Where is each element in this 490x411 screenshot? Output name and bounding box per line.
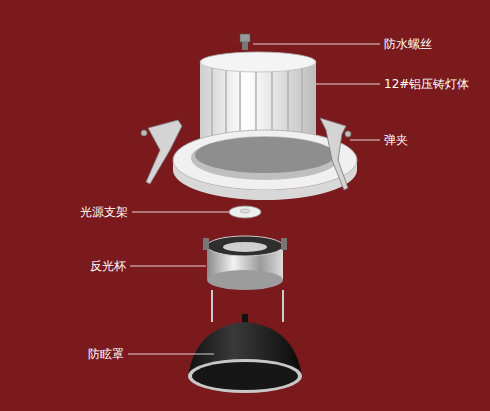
part-label: 防水螺丝 xyxy=(384,37,432,51)
anti-glare-cover xyxy=(188,314,302,393)
part-label: 弹夹 xyxy=(384,133,408,147)
part-label: 反光杯 xyxy=(90,259,126,273)
light-bracket xyxy=(229,206,261,218)
part-label: 光源支架 xyxy=(80,205,128,219)
spring-clips xyxy=(141,118,351,190)
waterproof-screw xyxy=(240,34,250,50)
part-label: 12#铝压铸灯体 xyxy=(384,77,469,91)
part-label: 防眩罩 xyxy=(88,347,124,361)
lamp-body xyxy=(173,52,357,200)
leader-lines xyxy=(128,44,380,354)
reflector xyxy=(203,236,287,322)
